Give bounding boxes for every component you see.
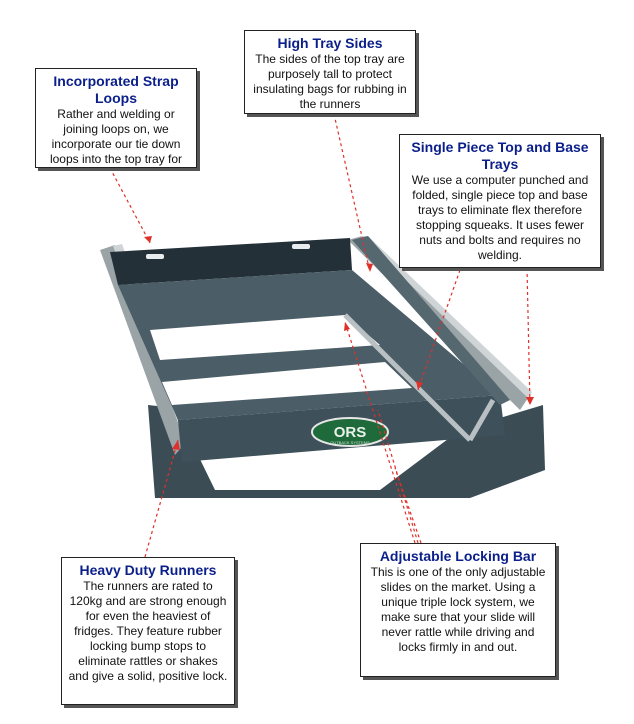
badge-subtext: OUTBACK SYSTEMS — [330, 440, 370, 445]
strap-loop — [146, 254, 164, 259]
leader-runners — [144, 439, 179, 558]
runners-title: Heavy Duty Runners — [79, 562, 217, 578]
locking-bar — [343, 313, 472, 442]
callout-adjustable-locking-bar: Adjustable Locking Bar This is one of th… — [360, 543, 556, 677]
runners-body: The runners are rated to 120kg and are s… — [68, 579, 228, 683]
strap-body: Rather and welding or joining loops on, … — [49, 107, 183, 166]
leader-locking — [344, 321, 416, 544]
left-runner — [100, 245, 188, 455]
sides-title: High Tray Sides — [277, 35, 383, 51]
callout-high-tray-sides: High Tray Sides The sides of the top tra… — [244, 30, 416, 114]
callout-single-piece-trays: Single Piece Top and Base Trays We use a… — [399, 134, 601, 268]
leader-single-2 — [526, 267, 531, 406]
badge-text: ORS — [334, 424, 367, 441]
single-title: Single Piece Top and Base Trays — [411, 139, 589, 172]
callout-heavy-duty-runners: Heavy Duty Runners The runners are rated… — [61, 557, 235, 705]
leader-locking-3 — [394, 467, 422, 544]
strap-title: Incorporated Strap Loops — [53, 73, 179, 106]
ors-badge — [311, 417, 389, 447]
sides-body: The sides of the top tray are purposely … — [253, 52, 407, 111]
callout-strap-loops: Incorporated Strap Loops Rather and weld… — [35, 68, 197, 168]
locking-body: This is one of the only adjustable slide… — [370, 565, 546, 654]
base-tray — [148, 405, 545, 498]
single-body: We use a computer punched and folded, si… — [411, 173, 589, 262]
leader-strap — [109, 167, 151, 244]
locking-title: Adjustable Locking Bar — [379, 548, 537, 564]
leader-locking-2 — [377, 409, 419, 544]
top-tray-back — [110, 238, 352, 285]
